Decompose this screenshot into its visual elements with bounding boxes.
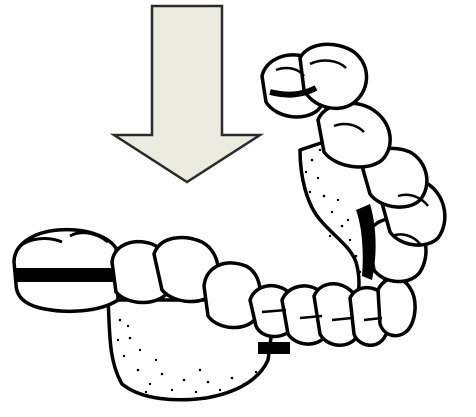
- down-arrow-icon: [114, 6, 260, 182]
- tooth-12: [318, 103, 390, 167]
- tooth-8: [378, 278, 415, 335]
- tooth-14: [300, 44, 367, 108]
- left-molar: [14, 230, 118, 312]
- clasp-band-left: [15, 268, 118, 282]
- clasp-band-lower: [258, 342, 290, 354]
